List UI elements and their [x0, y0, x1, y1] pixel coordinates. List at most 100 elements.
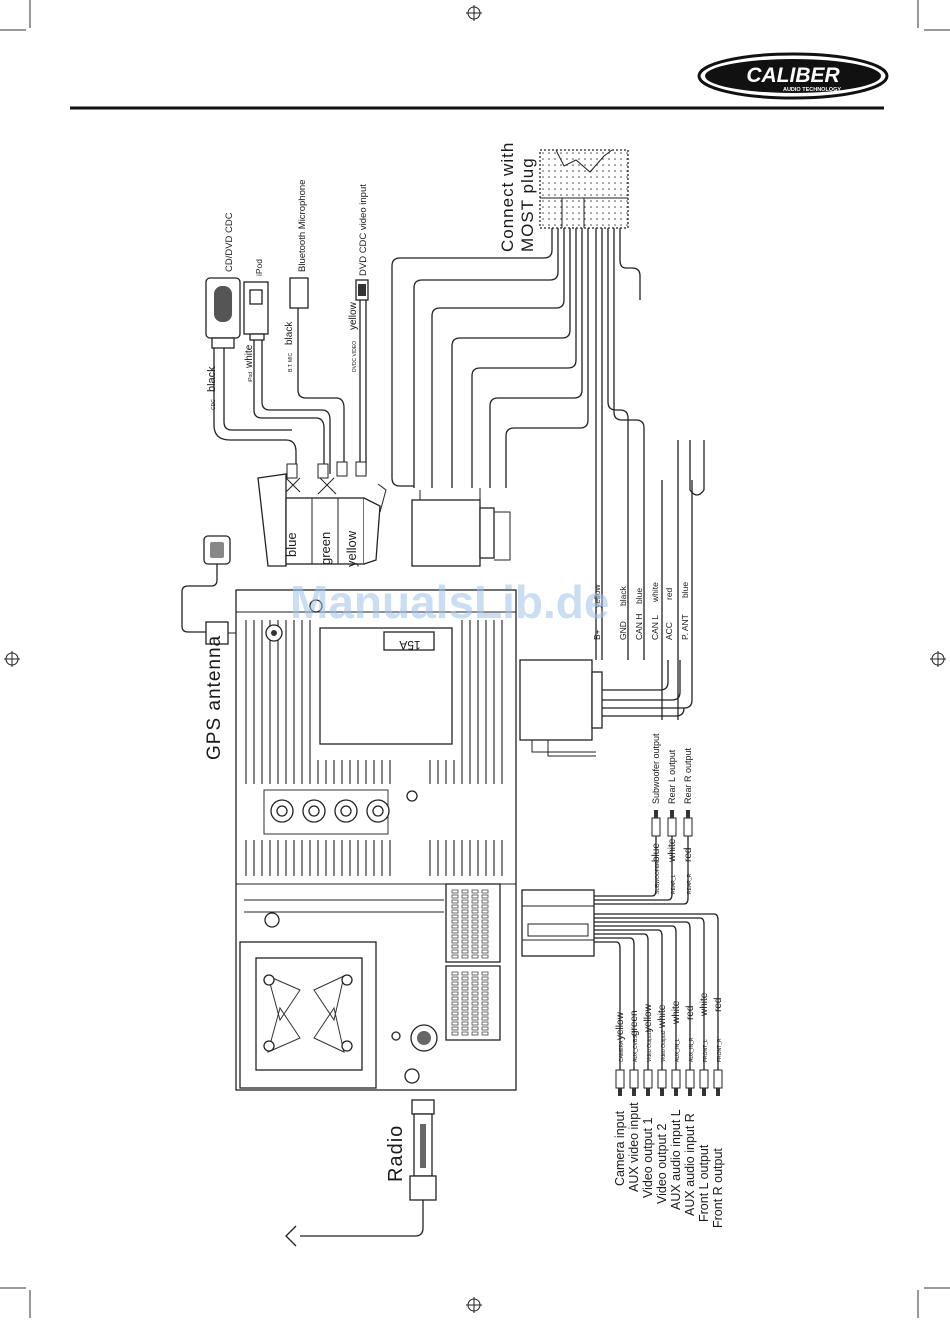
rca-wire-tag: SUBWOOFER [655, 861, 661, 894]
rca-harness [521, 889, 595, 957]
connector-label-blue: blue [284, 532, 299, 557]
rca-plug [699, 1069, 709, 1089]
power-connector [519, 480, 693, 757]
heatsink-fins [245, 620, 503, 876]
rca-wire-tag: REAR_R [687, 873, 693, 894]
rca-pin [674, 1088, 678, 1096]
rca-pin [716, 1088, 720, 1096]
rca-pin [688, 1088, 692, 1096]
most-plug-label-2: MOST plug [518, 157, 537, 252]
cd-dvd-cdc-plug [205, 277, 241, 349]
ipod-plug [243, 281, 269, 341]
accessory-wire-tags: CDC black iPod white B.T. MIC black DVDC… [206, 301, 359, 410]
rca-pin [654, 810, 658, 818]
cdc-wire-tag: CDC [211, 399, 217, 410]
rca-pin [660, 1088, 664, 1096]
rca-wire-tag: AUX_CVBS [633, 1035, 639, 1062]
rca-input-label: Video output 1 [641, 1118, 655, 1198]
rca-plug [651, 817, 661, 837]
power-wire-name: B+ [592, 629, 602, 640]
rca-plug [667, 817, 677, 837]
power-wire-color: red [664, 587, 674, 600]
gps-antenna [181, 535, 238, 645]
rca-wire-tag: AUX_IN_R [689, 1037, 695, 1062]
rca-wire-color: green [629, 1010, 640, 1036]
power-wire-name: GND [618, 621, 628, 640]
rca-plug [629, 1069, 639, 1089]
rca-wire-color: red [683, 848, 694, 862]
power-wire-color: yellow [592, 584, 602, 608]
rca-input-label: AUX audio input L [669, 1109, 683, 1210]
connector-label-green: green [318, 532, 333, 565]
power-wire-color: blue [680, 582, 690, 598]
ipod-label: iPod [254, 259, 264, 276]
head-unit: 15A [235, 589, 517, 1091]
wire-end-ferrules [285, 461, 367, 495]
rca-plug [671, 1069, 681, 1089]
rca-plug [683, 817, 693, 837]
rca-pin [670, 810, 674, 818]
antenna-wire-ends [661, 440, 705, 720]
rca-pin [618, 1088, 622, 1096]
most-wire-bundle [391, 228, 645, 660]
rca-input-label: Front R output [711, 1148, 725, 1228]
dvd-cdc-video-input-label: DVD CDC video input [358, 184, 369, 276]
connector-label-yellow: yellow [344, 530, 359, 567]
caliber-logo: CALIBER AUDIO TECHNOLOGY [697, 52, 889, 100]
power-wire-name: P. ANT [680, 614, 690, 640]
most-plug [539, 149, 629, 229]
rca-wire-color: red [685, 1006, 696, 1020]
ipod-wire-tag: iPod [248, 372, 254, 382]
rca-input-label: AUX video input [627, 1102, 641, 1192]
rca-wire-tag: FRONT_R [717, 1038, 723, 1062]
rca-wire-tag: REAR_L [671, 874, 677, 894]
registration-marks [4, 5, 946, 1313]
rca-plug [643, 1069, 653, 1089]
brand-name: CALIBER [746, 64, 840, 87]
dvd-wire-tag: DVDC VIDEO [352, 341, 358, 372]
rca-input-label: Camera input [613, 1110, 627, 1186]
rca-pin [702, 1088, 706, 1096]
rca-wire-color: blue [651, 843, 662, 862]
power-wire-color: white [650, 582, 660, 603]
accessory-wires [213, 300, 367, 474]
bluetooth-microphone-label: Bluetooth Microphone [297, 180, 308, 272]
watermark: ManualsLib.de [290, 576, 609, 628]
power-wire-name: ACC [664, 622, 674, 640]
rca-wire-tag: Video Output1 [647, 1030, 653, 1062]
rca-wire-color: yellow [615, 1011, 626, 1040]
mic-wire-color: black [284, 321, 295, 345]
rca-wire-color: white [657, 1004, 668, 1029]
ipod-wire-color: white [244, 344, 255, 369]
mic-wire-tag: B.T. MIC [288, 352, 294, 372]
power-wire-name: CAN H [634, 614, 644, 640]
rca-pin [646, 1088, 650, 1096]
most-plug-label-1: Connect with [498, 142, 517, 252]
rca-wire-color: white [667, 838, 678, 863]
gps-antenna-label: GPS antenna [204, 635, 225, 760]
rca-input-label: AUX audio input R [683, 1113, 697, 1216]
rca-output-label: Subwoofer output [651, 733, 661, 804]
power-connector-housing [411, 488, 511, 567]
rca-pin [686, 810, 690, 818]
accessory-connector-labels: blue green yellow [284, 530, 359, 567]
cd-dvd-cdc-label: CD/DVD CDC [224, 212, 235, 272]
power-wire-name: CAN L [650, 615, 660, 640]
rca-plug [713, 1069, 723, 1089]
rca-wire-tag: Video Output2 [661, 1030, 667, 1062]
rca-plug [685, 1069, 695, 1089]
bluetooth-microphone-plug [289, 277, 309, 309]
dvd-cdc-video-plug [355, 279, 369, 301]
rca-wire-color: white [671, 1000, 682, 1025]
rca-input-label: Video output 2 [655, 1124, 669, 1204]
power-wire-color: black [618, 585, 628, 606]
dvd-wire-color: yellow [348, 301, 359, 330]
accessory-connector [257, 473, 387, 567]
rca-wire-tag: CAMERA [619, 1040, 625, 1062]
